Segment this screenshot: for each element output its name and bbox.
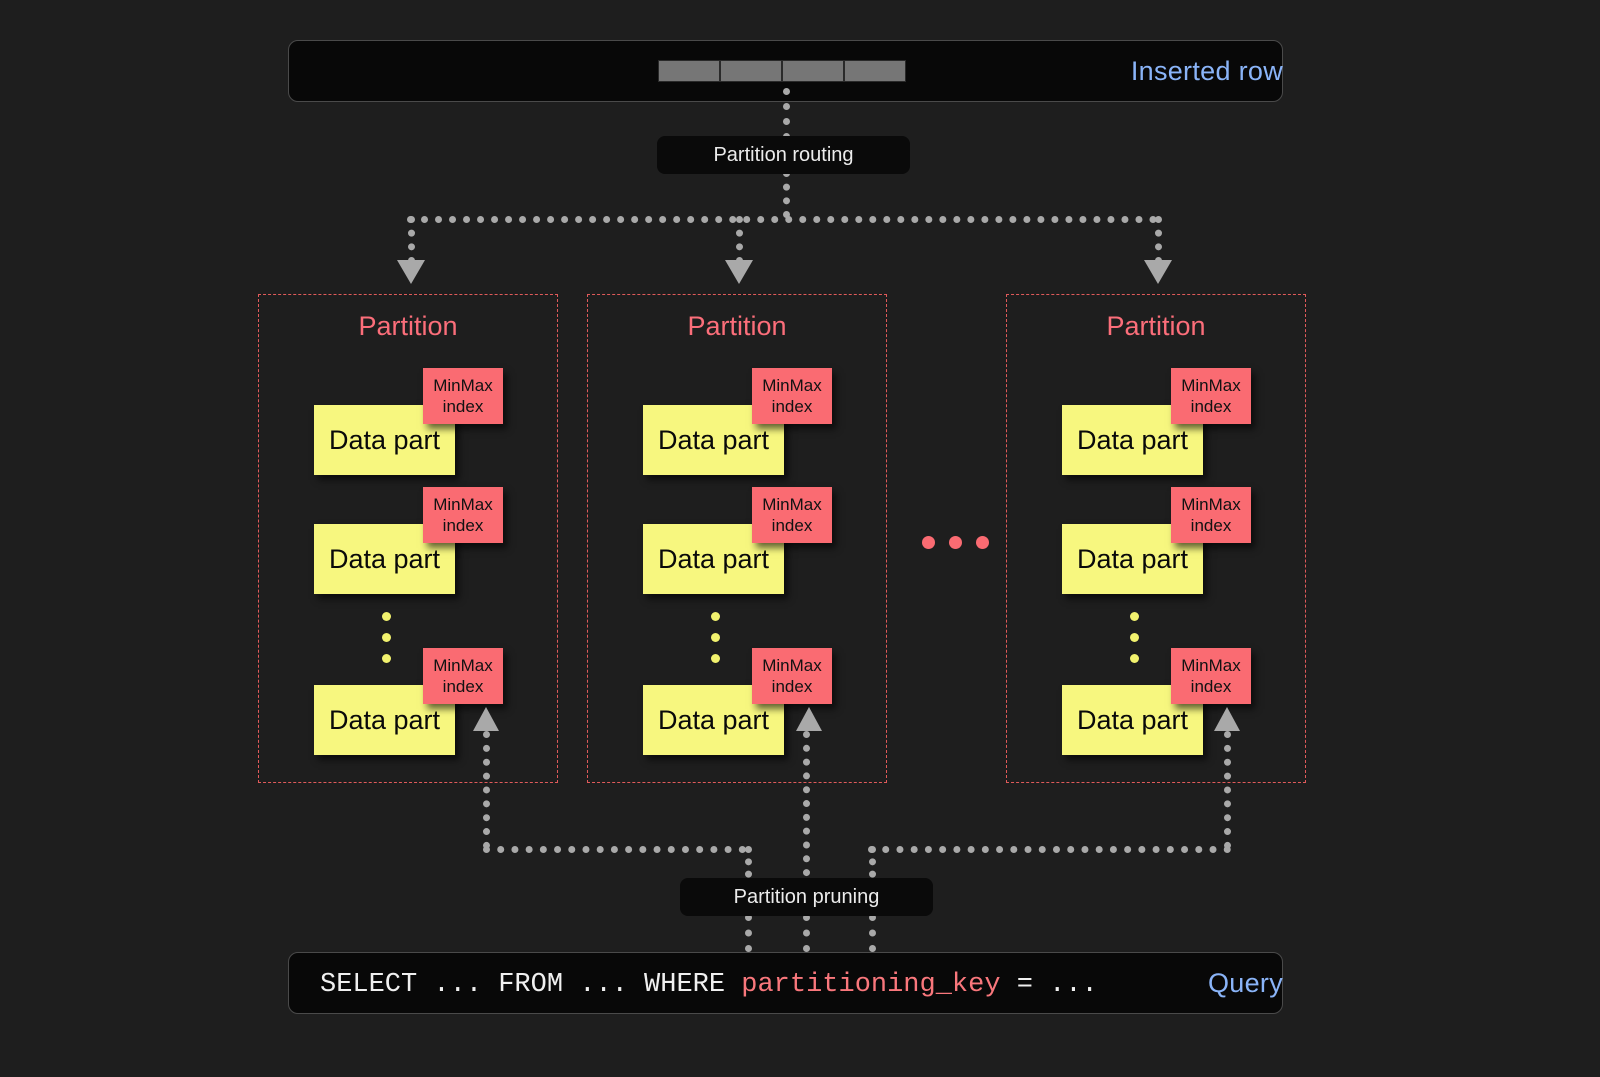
- row-cell: [782, 60, 844, 82]
- ellipsis-dot: [382, 612, 391, 621]
- connector-bus-to-partition-2: [736, 216, 743, 264]
- connector-pruning-to-query-center: [803, 914, 810, 952]
- partition-pruning-box: Partition pruning: [680, 878, 933, 916]
- partition-box-1: Partition: [258, 294, 558, 783]
- data-part-ellipsis: [1130, 612, 1139, 663]
- minmax-index-box: MinMax index: [423, 487, 503, 543]
- connector-bus-to-partition-3: [1155, 216, 1162, 264]
- data-part-box: Data part: [1062, 685, 1203, 755]
- connector-pruning-to-partition-1: [483, 731, 490, 849]
- minmax-index-box: MinMax index: [423, 648, 503, 704]
- minmax-index-label: MinMax index: [762, 494, 822, 535]
- partition-title: Partition: [1106, 311, 1206, 341]
- connector-bus-to-partition-1: [408, 216, 415, 264]
- pruning-bus-left: [483, 846, 746, 853]
- row-cell: [658, 60, 720, 82]
- minmax-index-label: MinMax index: [433, 375, 493, 416]
- query-bar: [288, 952, 1283, 1014]
- ellipsis-dot: [1130, 633, 1139, 642]
- partition-box-3: Partition: [1006, 294, 1306, 783]
- inserted-row-cells: [658, 60, 906, 82]
- connector-pruning-left-down: [745, 846, 752, 890]
- data-part-ellipsis: [382, 612, 391, 663]
- ellipsis-dot: [949, 536, 962, 549]
- minmax-index-label: MinMax index: [433, 655, 493, 696]
- minmax-index-box: MinMax index: [1171, 648, 1251, 704]
- minmax-index-label: MinMax index: [1181, 375, 1241, 416]
- sql-prefix: SELECT ... FROM ... WHERE: [320, 970, 742, 1000]
- partition-title: Partition: [687, 311, 787, 341]
- minmax-index-label: MinMax index: [1181, 494, 1241, 535]
- minmax-index-box: MinMax index: [1171, 487, 1251, 543]
- minmax-index-label: MinMax index: [762, 655, 822, 696]
- partition-routing-box: Partition routing: [657, 136, 910, 174]
- connector-row-to-routing: [783, 88, 790, 140]
- arrow-down-partition-2: [725, 260, 753, 284]
- arrow-up-partition-3: [1214, 707, 1240, 731]
- data-part-ellipsis: [711, 612, 720, 663]
- arrow-down-partition-1: [397, 260, 425, 284]
- ellipsis-dot: [976, 536, 989, 549]
- connector-pruning-right-down: [869, 846, 876, 890]
- partition-title: Partition: [358, 311, 458, 341]
- partition-box-2: Partition: [587, 294, 887, 783]
- arrow-up-partition-1: [473, 707, 499, 731]
- query-sql-text: SELECT ... FROM ... WHERE partitioning_k…: [320, 970, 1098, 1000]
- minmax-index-label: MinMax index: [1181, 655, 1241, 696]
- arrow-up-partition-2: [796, 707, 822, 731]
- inserted-row-label: Inserted row: [1130, 56, 1283, 86]
- minmax-index-box: MinMax index: [752, 487, 832, 543]
- connector-pruning-to-partition-3: [1224, 731, 1231, 849]
- data-part-box: Data part: [314, 405, 455, 475]
- ellipsis-dot: [711, 612, 720, 621]
- partition-ellipsis: [922, 536, 989, 549]
- arrow-down-partition-3: [1144, 260, 1172, 284]
- data-part-box: Data part: [1062, 524, 1203, 594]
- connector-pruning-to-partition-2: [803, 731, 810, 890]
- ellipsis-dot: [711, 654, 720, 663]
- minmax-index-box: MinMax index: [1171, 368, 1251, 424]
- minmax-index-box: MinMax index: [752, 368, 832, 424]
- ellipsis-dot: [711, 633, 720, 642]
- connector-pruning-to-query-right: [869, 914, 876, 952]
- connector-pruning-to-query-left: [745, 914, 752, 952]
- minmax-index-label: MinMax index: [433, 494, 493, 535]
- row-cell: [844, 60, 906, 82]
- row-cell: [720, 60, 782, 82]
- minmax-index-box: MinMax index: [752, 648, 832, 704]
- ellipsis-dot: [382, 633, 391, 642]
- connector-routing-to-bus: [783, 170, 790, 218]
- ellipsis-dot: [382, 654, 391, 663]
- minmax-index-label: MinMax index: [762, 375, 822, 416]
- pruning-bus-right: [868, 846, 1231, 853]
- ellipsis-dot: [1130, 612, 1139, 621]
- minmax-index-box: MinMax index: [423, 368, 503, 424]
- query-label: Query: [1207, 968, 1283, 998]
- ellipsis-dot: [922, 536, 935, 549]
- sql-partitioning-key: partitioning_key: [741, 970, 1001, 1000]
- sql-suffix: = ...: [1000, 970, 1098, 1000]
- ellipsis-dot: [1130, 654, 1139, 663]
- routing-bus: [407, 216, 1157, 223]
